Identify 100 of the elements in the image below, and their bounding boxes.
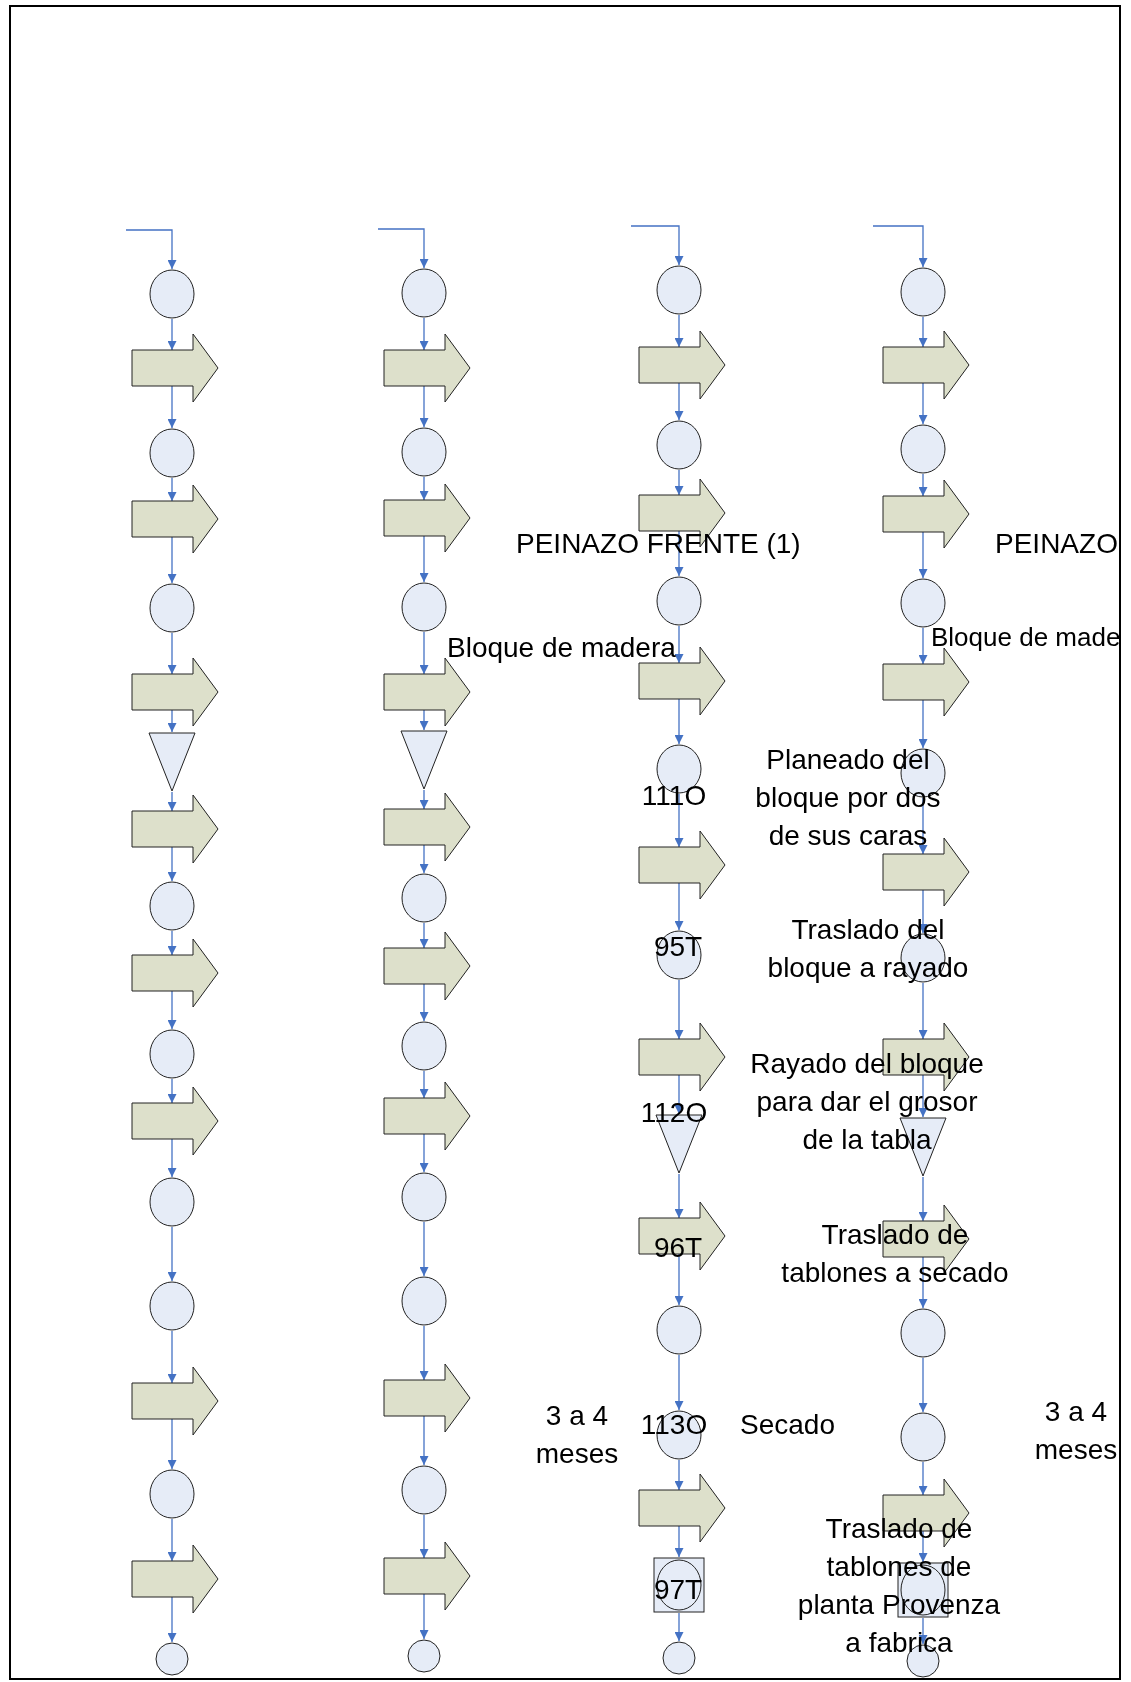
flow-arrow [167, 1518, 177, 1562]
step-code: 95T [652, 930, 704, 964]
flow-arrow [674, 1354, 684, 1411]
flow-arrow [918, 699, 928, 749]
flow-arrow [918, 1357, 928, 1413]
operation-circle [656, 420, 702, 470]
transport-symbol [131, 657, 219, 727]
flow-arrow [918, 1256, 928, 1309]
transport-symbol [131, 1544, 219, 1614]
operation-circle [407, 1639, 441, 1673]
flow-arrow [419, 1070, 429, 1099]
combined-square [653, 1557, 705, 1613]
transport-symbol [131, 333, 219, 403]
flow-arrow [674, 530, 684, 577]
duration-label: 3 a 4 meses [1033, 1395, 1119, 1467]
flow-arrow [167, 846, 177, 882]
operation-circle [900, 424, 946, 474]
operation-circle [149, 1029, 195, 1079]
flow-arrow [674, 698, 684, 745]
duration-label: 3 a 4 meses [534, 1399, 620, 1471]
operation-circle [900, 1412, 946, 1462]
transport-symbol [131, 1086, 219, 1156]
operation-circle [401, 427, 447, 477]
flow-arrow [167, 1330, 177, 1384]
operation-circle [401, 873, 447, 923]
storage-triangle [148, 732, 196, 792]
operation-circle [900, 578, 946, 628]
step-code: 113O [639, 1408, 709, 1442]
transport-symbol [131, 484, 219, 554]
flow-arrow [918, 1176, 928, 1222]
operation-circle [401, 1021, 447, 1071]
flow-arrow [674, 1525, 684, 1558]
flow-arrow [419, 385, 429, 428]
flow-arrow [872, 225, 928, 268]
flow-arrow [167, 1596, 177, 1643]
operation-circle [149, 269, 195, 319]
operation-circle [149, 428, 195, 478]
flow-arrow [674, 882, 684, 931]
operation-circle [656, 265, 702, 315]
flow-arrow [377, 228, 429, 269]
flow-arrow [419, 535, 429, 583]
flow-arrow [674, 1459, 684, 1491]
flow-arrow [419, 983, 429, 1022]
operation-circle [656, 576, 702, 626]
flow-arrow [674, 1173, 684, 1219]
transport-symbol [131, 1366, 219, 1436]
step-code: 112O [639, 1096, 709, 1130]
flow-arrow [125, 229, 177, 270]
operation-circle [155, 1642, 189, 1676]
operation-circle [401, 1465, 447, 1515]
transport-symbol [383, 931, 471, 1001]
storage-triangle [400, 730, 448, 790]
title-label: PEINAZO [995, 527, 1118, 561]
flow-arrow [918, 1530, 928, 1563]
flow-arrow [674, 1612, 684, 1642]
transport-symbol [638, 1201, 726, 1271]
material-label: Bloque de made [931, 621, 1121, 654]
flow-arrow [674, 979, 684, 1040]
operation-circle [401, 582, 447, 632]
operation-circle [656, 930, 702, 980]
flow-arrow [419, 844, 429, 874]
flow-arrow [674, 1074, 684, 1115]
flow-arrow [167, 1078, 177, 1104]
flow-arrow [167, 709, 177, 733]
flow-arrow [419, 1593, 429, 1640]
flow-arrow [419, 631, 429, 675]
flow-arrow [419, 922, 429, 949]
transport-symbol [131, 794, 219, 864]
step-code: 97T [652, 1573, 704, 1607]
flow-arrow [167, 990, 177, 1030]
operation-circle [149, 881, 195, 931]
operation-circle [401, 1276, 447, 1326]
transport-symbol [638, 830, 726, 900]
flow-arrow [167, 385, 177, 429]
flow-arrow [918, 473, 928, 497]
flow-arrow [167, 318, 177, 351]
operation-circle [149, 583, 195, 633]
operation-circle [900, 267, 946, 317]
transport-symbol [383, 483, 471, 553]
step-description: Planeado del bloque por dos de sus caras [754, 743, 942, 853]
flow-arrow [419, 476, 429, 501]
flow-arrow [167, 536, 177, 584]
material-label: Bloque de madera [447, 631, 676, 665]
flow-arrow [167, 791, 177, 812]
step-description: Traslado de tablones a secado [780, 1218, 1010, 1290]
step-description: Traslado del bloque a rayado [766, 913, 970, 985]
flow-arrow [167, 1418, 177, 1470]
transport-symbol [638, 1022, 726, 1092]
flow-arrow [419, 1133, 429, 1173]
transport-symbol [638, 1473, 726, 1543]
step-description: Secado [740, 1408, 835, 1442]
operation-circle [401, 268, 447, 318]
transport-symbol [638, 330, 726, 400]
flow-arrow [918, 531, 928, 579]
flow-arrow [918, 1461, 928, 1496]
flow-arrow [674, 469, 684, 496]
flow-arrow [167, 1138, 177, 1178]
flow-arrow [419, 1415, 429, 1466]
flow-arrow [419, 317, 429, 351]
flow-arrow [674, 382, 684, 421]
